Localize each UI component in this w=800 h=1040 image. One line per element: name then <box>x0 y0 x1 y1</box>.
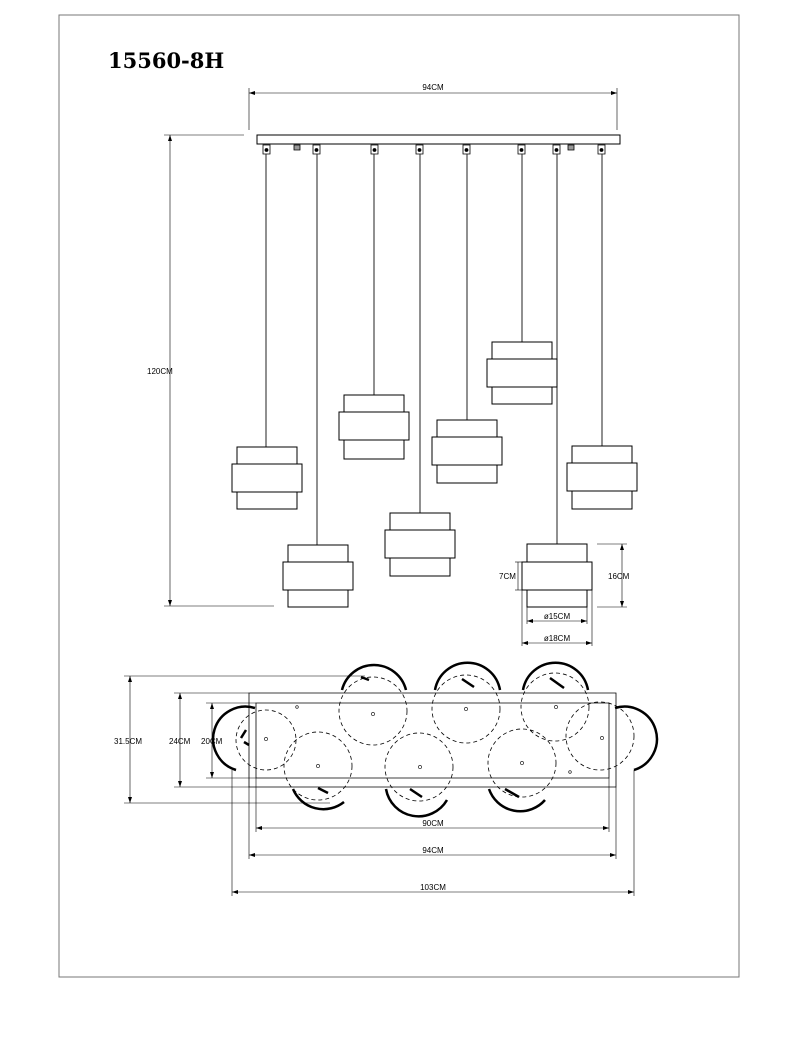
dim-overall-length <box>249 88 617 130</box>
dim-tier-height <box>515 562 522 590</box>
pendant-shade-5 <box>432 420 502 483</box>
pendant-shade-7 <box>522 544 592 607</box>
plan-view: 31.5CM 24CM 20CM 90CM <box>114 663 657 896</box>
pendant-shade-6 <box>487 342 557 404</box>
sheet-border <box>59 15 739 977</box>
dim-length-canopy <box>249 787 616 859</box>
dim-overall-height <box>164 135 274 606</box>
dim-length-overall <box>232 770 634 896</box>
label-tier-height: 7CM <box>499 572 516 581</box>
dim-inner-diameter <box>527 607 587 624</box>
pendant-shade-1 <box>232 447 302 509</box>
dim-depth-canopy <box>174 693 249 787</box>
plan-canopy-outer <box>249 693 616 787</box>
label-overall-height: 120CM <box>147 367 173 376</box>
label-depth-overall: 31.5CM <box>114 737 142 746</box>
pendant-shade-2 <box>283 545 353 607</box>
dim-outer-diameter <box>522 590 592 646</box>
label-depth-holes: 20CM <box>201 737 223 746</box>
label-length-overall: 103CM <box>420 883 446 892</box>
cable-mounts <box>263 145 605 154</box>
pendant-shade-8 <box>567 446 637 509</box>
dim-depth-holes <box>206 703 256 778</box>
elevation-view: 94CM 120CM <box>147 83 637 646</box>
mounting-points <box>264 705 603 773</box>
label-shade-height: 16CM <box>608 572 630 581</box>
pendant-shade-4 <box>385 513 455 576</box>
label-outer-diameter: ø18CM <box>544 634 571 643</box>
label-overall-length: 94CM <box>422 83 444 92</box>
label-depth-canopy: 24CM <box>169 737 191 746</box>
ceiling-canopy <box>257 135 620 144</box>
model-number: 15560-8H <box>108 48 224 73</box>
label-inner-diameter: ø15CM <box>544 612 571 621</box>
dim-depth-overall <box>124 676 365 803</box>
pendant-shade-3 <box>339 395 409 459</box>
shade-outlines <box>213 663 657 817</box>
dim-shade-height <box>597 544 627 607</box>
dim-length-holes <box>256 778 609 832</box>
suspension-cables <box>266 154 602 545</box>
shade-footprints <box>236 673 634 801</box>
label-length-canopy: 94CM <box>422 846 444 855</box>
label-length-holes: 90CM <box>422 819 444 828</box>
